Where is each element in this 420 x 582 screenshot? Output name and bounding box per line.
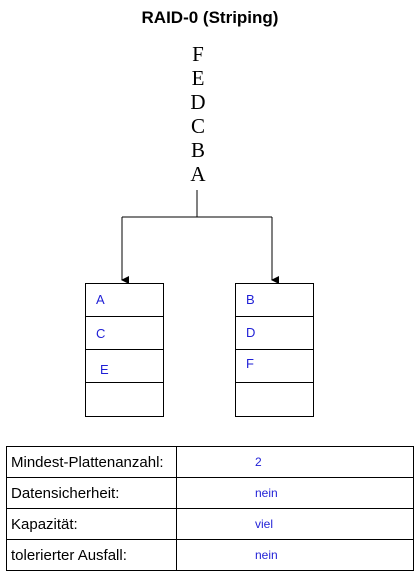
stack-block: F [192,42,204,66]
disk-1: A C E [85,283,164,417]
disk-block [236,383,313,416]
property-value: 2 [176,446,414,478]
disk-block: E [86,350,163,383]
property-label: tolerierter Ausfall: [6,539,177,571]
stack-block: B [190,138,205,162]
page-title: RAID-0 (Striping) [141,8,279,27]
stack-block: C [190,114,205,138]
disk-2: B D F [235,283,314,417]
table-row: Datensicherheit: nein [6,477,414,509]
disk-block: C [86,317,163,350]
table-row: tolerierter Ausfall: nein [6,539,414,571]
stack-block: D [190,90,206,114]
raid-properties-table: Mindest-Plattenanzahl: 2 Datensicherheit… [6,446,414,571]
disk-block: D [236,317,313,350]
property-value: nein [176,477,414,509]
property-label: Kapazität: [6,508,177,540]
property-value: nein [176,539,414,571]
stack-block: E [191,66,205,90]
table-row: Kapazität: viel [6,508,414,540]
disk-block: B [236,284,313,317]
data-block-stack: F E D C B A [176,42,220,186]
table-row: Mindest-Plattenanzahl: 2 [6,446,414,478]
property-value: viel [176,508,414,540]
property-label: Datensicherheit: [6,477,177,509]
property-label: Mindest-Plattenanzahl: [6,446,177,478]
disk-block: F [236,350,313,383]
disk-block [86,383,163,416]
disk-block: A [86,284,163,317]
stack-block: A [190,162,206,186]
